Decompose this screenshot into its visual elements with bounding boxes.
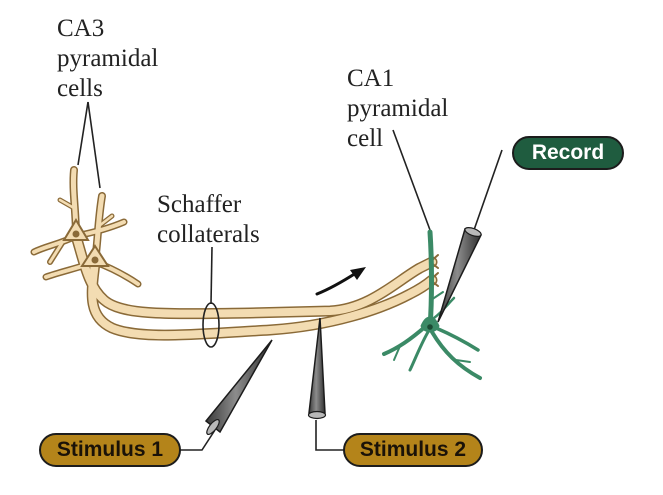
stimulus-2-button[interactable]: Stimulus 2 [343,433,483,467]
ca3-pointer-lines [77,101,101,189]
record-button-label: Record [531,141,605,164]
ca1-label: CA1 pyramidal cell [347,65,449,152]
record-electrode-icon [437,149,503,323]
ca3-label: CA3 pyramidal cells [57,15,159,102]
schaffer-collaterals-label: Schaffer collaterals [157,191,260,248]
schaffer-pointer [202,246,220,348]
record-button[interactable]: Record [512,136,624,170]
stimulus-2-button-label: Stimulus 2 [359,438,467,461]
stimulus2-electrode-icon [307,317,344,451]
stimulus-1-button-label: Stimulus 1 [56,438,164,461]
ca3-cells [30,166,439,341]
stimulus1-electrode-icon [180,339,273,451]
ca1-cell [382,229,482,380]
ca1-pointer-line [392,129,431,231]
stimulus-1-button[interactable]: Stimulus 1 [39,433,181,467]
direction-arrow-icon [315,267,366,296]
